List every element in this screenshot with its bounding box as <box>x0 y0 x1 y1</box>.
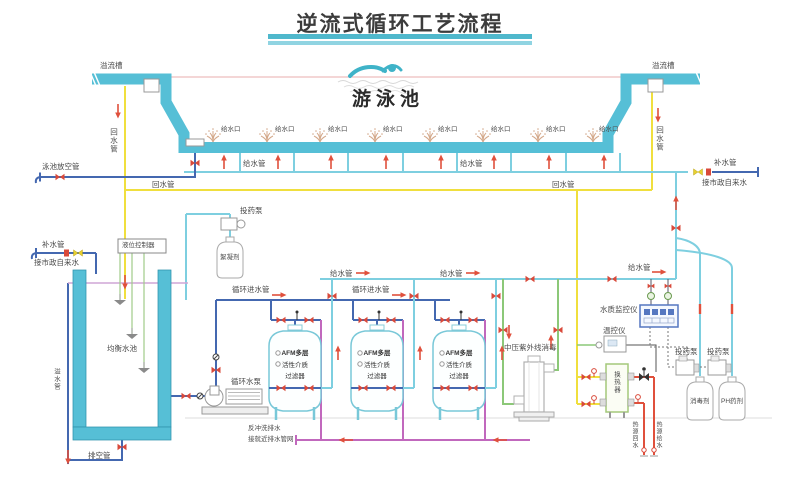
flocculant-dosing <box>216 217 246 279</box>
return-pipe-label: 回水管 <box>152 180 175 189</box>
tank-empty-pipe-label: 排空管 <box>88 451 111 460</box>
title-underline <box>268 34 532 39</box>
backwash-label-1: 反冲洗排水 <box>248 425 281 432</box>
supply-outlet-label: 给水口 <box>599 126 619 133</box>
swimmer-icon <box>348 64 403 78</box>
dosing-pump-ph <box>707 359 727 376</box>
uv-label: 中压紫外线消毒 <box>504 343 557 352</box>
overflow-trough-label-left: 溢流槽 <box>100 61 123 70</box>
temperature-controller <box>595 335 627 353</box>
supply-outlets <box>204 127 602 143</box>
filtered-water-risers <box>321 279 497 389</box>
uv-loop-pipes <box>502 279 596 405</box>
page-title: 逆流式循环工艺流程 <box>296 13 504 36</box>
temperature-controller-label: 温控仪 <box>603 326 626 335</box>
waterline <box>96 76 694 94</box>
balance-tank <box>72 269 172 441</box>
supply-outlet-label: 给水口 <box>546 126 566 133</box>
ph-agent-label: PH药剂 <box>721 398 744 405</box>
supply-outlet-label: 给水口 <box>383 126 403 133</box>
return-pipe-label: 回水管 <box>552 180 575 189</box>
supply-pipe-label: 给水管 <box>628 263 651 272</box>
level-controller-box <box>117 238 167 254</box>
overflow-trough-label-right: 溢流槽 <box>652 61 675 70</box>
water-quality-monitor-label: 水质监控仪 <box>600 305 638 314</box>
gutter-left <box>143 78 160 93</box>
filter-tank <box>268 324 322 420</box>
filter-label: AFM多层活性介质过滤器 <box>363 350 391 380</box>
return-pipes <box>124 86 653 405</box>
circulation-pump-label: 循环水泵 <box>231 377 261 386</box>
gutter-right <box>647 78 664 93</box>
supply-outlet-label: 给水口 <box>328 126 348 133</box>
filter-label: AFM多层活性介质过滤器 <box>281 350 309 380</box>
return-pipe-label: 回水管 <box>109 128 119 154</box>
level-probes <box>113 253 151 374</box>
level-controller-label: 液位控制器 <box>122 242 155 249</box>
filter-tanks <box>268 324 486 420</box>
swimming-pool <box>89 71 707 153</box>
dosing-pump-disinfectant <box>675 359 695 376</box>
heat-exchanger-label: 换热器 <box>612 371 620 394</box>
makeup-pipe-label-right: 补水管 <box>714 158 737 167</box>
heat-source-pipes <box>634 376 655 455</box>
heat-exchanger <box>599 363 635 418</box>
makeup-source-label-left: 接市政自来水 <box>34 258 79 267</box>
backwash-label-2: 接就近排水管网 <box>248 436 294 443</box>
filter-label: AFM多层活性介质过滤器 <box>445 350 473 380</box>
supply-pipe-label: 给水管 <box>460 159 483 168</box>
main-drain-box <box>185 138 205 147</box>
pool-name: 游泳池 <box>352 89 425 110</box>
pool-basin <box>150 73 642 153</box>
ph-agent-jug <box>718 381 746 421</box>
title-underline-2 <box>268 41 532 45</box>
pool-drain-label: 泳池放空管 <box>42 162 80 171</box>
heat-source-supply-label: 热源给水 <box>655 421 661 449</box>
dosing-pump-label-ph: 投药泵 <box>707 347 730 356</box>
makeup-source-label-right: 接市政自来水 <box>702 178 747 187</box>
supply-pipe-label: 给水管 <box>243 159 266 168</box>
balance-tank-label: 均衡水池 <box>107 344 137 353</box>
flocculant-label: 絮凝剂 <box>220 254 240 261</box>
circulation-pump <box>201 385 269 415</box>
overflow-trough-left <box>92 73 154 85</box>
return-pipe-label: 回水管 <box>655 126 665 152</box>
water-quality-monitor <box>639 279 679 328</box>
valves-and-arrows <box>55 103 734 466</box>
filter-tank <box>350 324 404 420</box>
heat-source-return-label: 热源回水 <box>631 421 637 449</box>
supply-pipes <box>184 153 733 376</box>
control-wiring <box>626 327 718 372</box>
makeup-pipe-label-left: 补水管 <box>42 240 65 249</box>
supply-outlet-label: 给水口 <box>275 126 295 133</box>
dosing-pump-label-flocculant: 投药泵 <box>240 206 263 215</box>
overflow-trough-right <box>638 73 700 85</box>
supply-outlet-label: 给水口 <box>438 126 458 133</box>
heat-source-fittings <box>639 367 658 457</box>
filter-tank <box>432 324 486 420</box>
supply-outlet-label: 给水口 <box>221 126 241 133</box>
circulation-inlet-label: 循环进水管 <box>232 285 270 294</box>
flocculant-jug <box>216 241 244 279</box>
supply-pipe-label: 给水管 <box>330 269 353 278</box>
tank-overflow-pipe-label: 溢水管 <box>52 368 60 391</box>
supply-pipe-label: 给水管 <box>440 269 463 278</box>
dosing-pump-label-disinfectant: 投药泵 <box>675 347 698 356</box>
uv-unit <box>513 355 555 422</box>
disinfectant-label: 消毒剂 <box>690 398 710 405</box>
chemical-dosing-right <box>675 355 746 421</box>
circulation-inlet-label: 循环进水管 <box>352 285 390 294</box>
supply-outlet-label: 给水口 <box>491 126 511 133</box>
disinfectant-jug <box>686 381 714 421</box>
